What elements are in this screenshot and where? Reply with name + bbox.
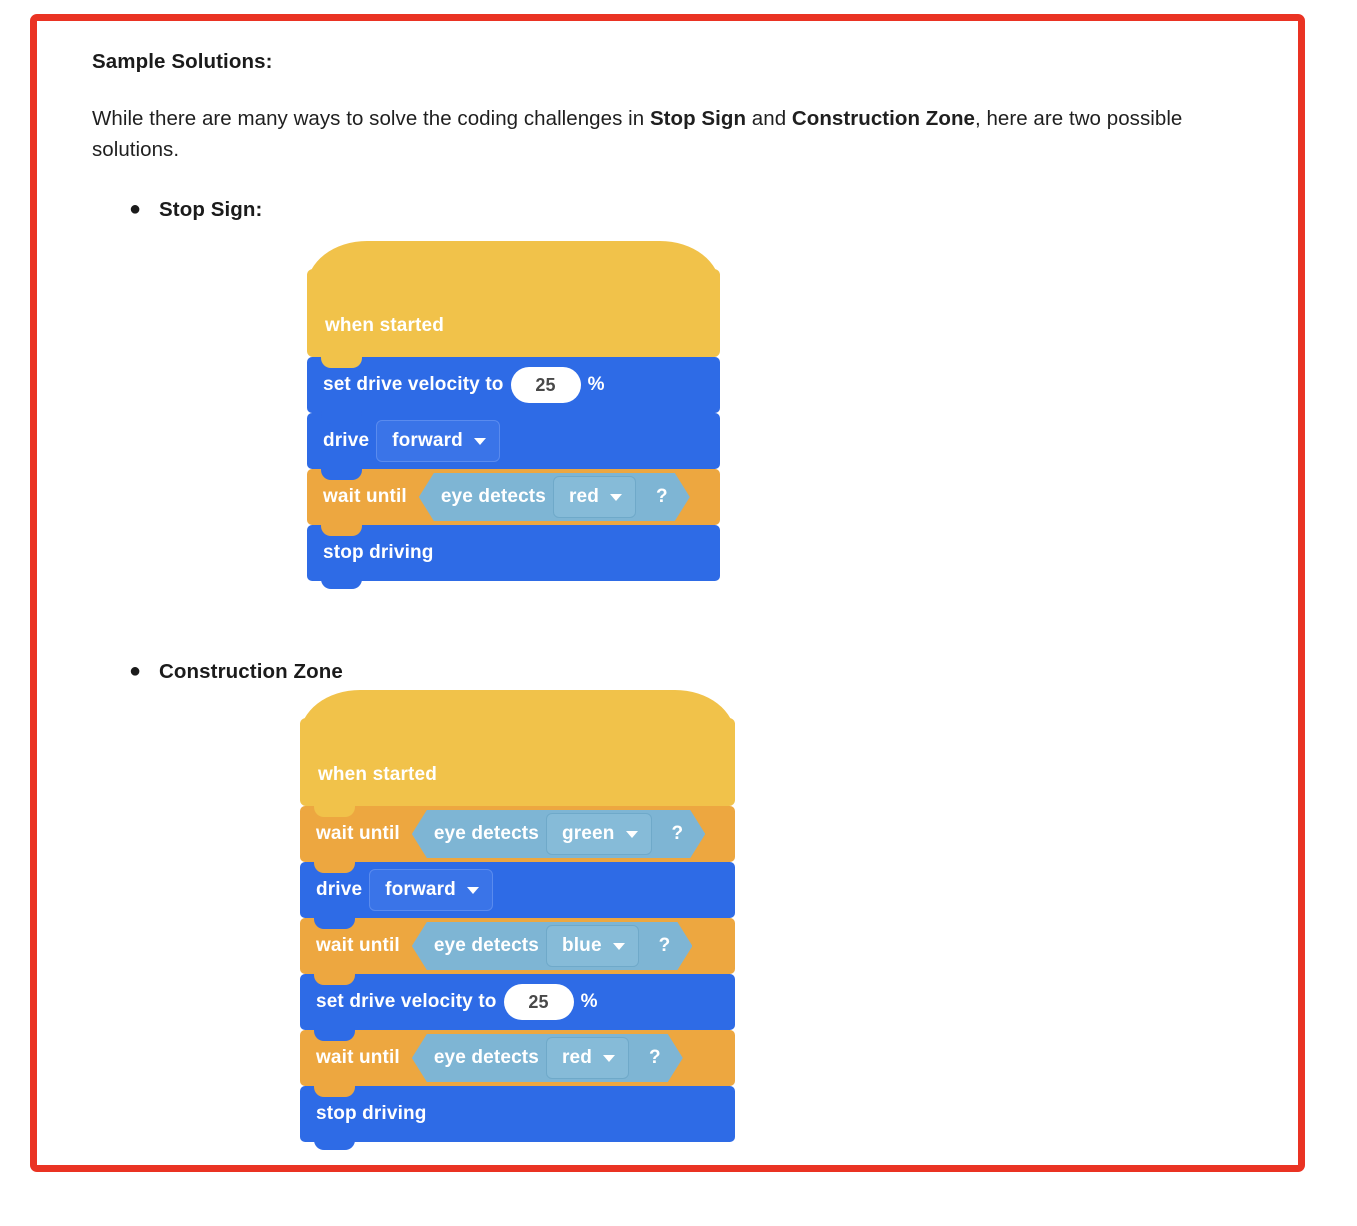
block-wait-until[interactable]: wait until eye detects blue?	[300, 918, 736, 982]
block-notch	[321, 413, 362, 424]
block-stack-stop-sign: when started set drive velocity to 25% driv…	[307, 241, 720, 589]
block-notch	[321, 525, 362, 536]
boolean-block-eye-detects[interactable]: eye detects green?	[412, 810, 705, 858]
chevron-down-icon	[466, 886, 479, 894]
dropdown-field[interactable]: red	[546, 1037, 629, 1079]
dropdown-field[interactable]: forward	[376, 420, 500, 462]
page-title: Sample Solutions:	[92, 50, 273, 73]
block-when-started[interactable]: when started	[300, 690, 736, 814]
boolean-block-label: eye detects	[440, 486, 546, 507]
chevron-down-icon	[473, 437, 486, 445]
dropdown-value: red	[562, 1047, 593, 1068]
intro-paragraph: While there are many ways to solve the c…	[92, 103, 1232, 165]
block-notch	[314, 1086, 355, 1097]
dropdown-value: green	[562, 823, 615, 844]
hat-block-dome	[307, 241, 720, 297]
chevron-down-icon	[603, 1055, 615, 1062]
document-body: Sample Solutions: While there are many w…	[92, 50, 1232, 165]
boolean-block-label: eye detects	[433, 935, 539, 956]
block-label: set drive velocity to	[323, 374, 504, 395]
block-drive[interactable]: drive forward	[300, 862, 736, 926]
boolean-block-eye-detects[interactable]: eye detects red?	[419, 473, 690, 521]
bullet-item-stop-sign: ● Stop Sign:	[129, 196, 262, 223]
block-label: drive	[323, 430, 370, 451]
bullet-label-construction-zone: Construction Zone	[159, 660, 343, 683]
unit-label: %	[580, 991, 598, 1012]
paragraph-bold-term: Stop Sign	[649, 107, 747, 130]
block-stop-driving[interactable]: stop driving	[300, 1086, 736, 1150]
dropdown-field[interactable]: blue	[546, 925, 639, 967]
chevron-down-icon	[610, 494, 622, 501]
block-drive[interactable]: drive forward	[307, 413, 720, 477]
block-label: when started	[318, 764, 437, 785]
red-bordered-content-frame: Sample Solutions: While there are many w…	[30, 14, 1305, 1172]
block-wait-until[interactable]: wait until eye detects red?	[307, 469, 720, 533]
block-set-drive-velocity-to[interactable]: set drive velocity to 25%	[307, 357, 720, 421]
block-label: stop driving	[316, 1103, 427, 1124]
block-label: wait until	[316, 1047, 400, 1068]
boolean-block-eye-detects[interactable]: eye detects red?	[412, 1034, 683, 1082]
chevron-down-icon	[626, 831, 638, 838]
block-label: wait until	[323, 486, 407, 507]
dropdown-field[interactable]: green	[546, 813, 652, 855]
boolean-block-label: eye detects	[433, 823, 539, 844]
block-stop-driving[interactable]: stop driving	[307, 525, 720, 589]
block-label: set drive velocity to	[316, 991, 497, 1012]
dropdown-field[interactable]: forward	[369, 869, 493, 911]
block-label: wait until	[316, 823, 400, 844]
block-notch	[321, 357, 362, 368]
block-set-drive-velocity-to[interactable]: set drive velocity to 25%	[300, 974, 736, 1038]
bullet-dot-icon: ●	[129, 198, 142, 220]
block-connector-bump	[321, 573, 362, 589]
boolean-question-mark: ?	[671, 823, 684, 844]
block-label: drive	[316, 879, 363, 900]
block-connector-bump	[314, 1134, 355, 1150]
boolean-block-eye-detects[interactable]: eye detects blue?	[412, 922, 693, 970]
boolean-block-label: eye detects	[433, 1047, 539, 1068]
block-notch	[314, 862, 355, 873]
paragraph-bold-term: Construction Zone	[791, 107, 975, 130]
bullet-dot-icon: ●	[129, 660, 142, 682]
dropdown-field[interactable]: red	[553, 476, 636, 518]
bullet-item-construction-zone: ● Construction Zone	[129, 658, 343, 685]
dropdown-value: forward	[385, 879, 456, 900]
numeric-input-field[interactable]: 25	[510, 367, 581, 403]
block-notch	[314, 806, 355, 817]
block-notch	[314, 974, 355, 985]
block-label: when started	[325, 315, 444, 336]
numeric-input-field[interactable]: 25	[503, 984, 574, 1020]
boolean-question-mark: ?	[658, 935, 671, 956]
block-stack-construction-zone: when started wait until eye detects green? d…	[300, 690, 736, 1150]
hat-block-dome	[300, 690, 736, 746]
block-notch	[314, 1030, 355, 1041]
block-notch	[314, 918, 355, 929]
block-label: stop driving	[323, 542, 434, 563]
bullet-label-stop-sign: Stop Sign:	[159, 198, 263, 221]
unit-label: %	[587, 374, 605, 395]
paragraph-text: and	[746, 107, 792, 130]
boolean-question-mark: ?	[656, 486, 668, 507]
paragraph-text: , here are two possible solutions.	[92, 107, 1183, 161]
paragraph-text: While there are many ways to solve the c…	[92, 107, 650, 130]
block-wait-until[interactable]: wait until eye detects green?	[300, 806, 736, 870]
dropdown-value: blue	[562, 935, 602, 956]
boolean-question-mark: ?	[649, 1047, 661, 1068]
dropdown-value: forward	[392, 430, 463, 451]
block-notch	[321, 469, 362, 480]
block-label: wait until	[316, 935, 400, 956]
chevron-down-icon	[613, 943, 625, 950]
dropdown-value: red	[569, 486, 600, 507]
block-when-started[interactable]: when started	[307, 241, 720, 365]
block-wait-until[interactable]: wait until eye detects red?	[300, 1030, 736, 1094]
